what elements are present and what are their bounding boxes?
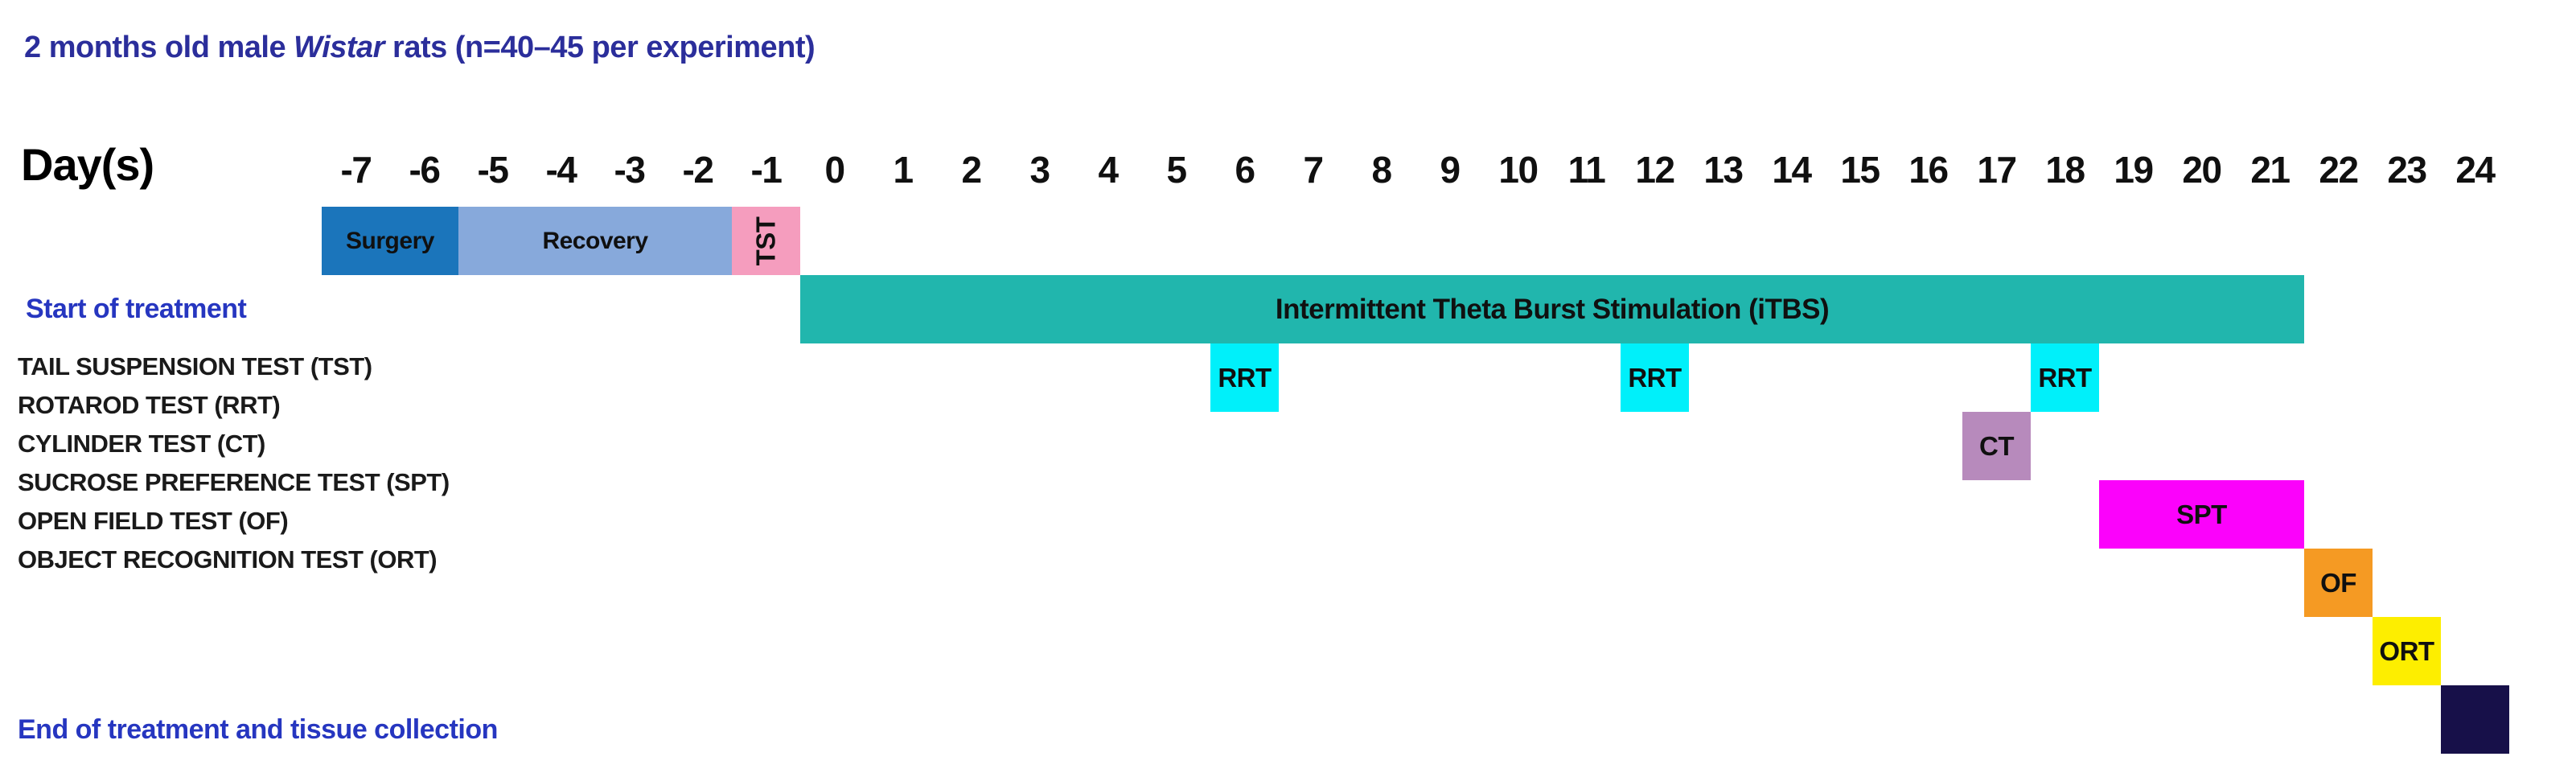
block-ct: CT — [1962, 412, 2031, 480]
block-surgery: Surgery — [322, 207, 458, 275]
block-rrt-day6: RRT — [1210, 343, 1279, 412]
day-label-7: 7 — [1303, 149, 1324, 191]
day-label-24: 24 — [2455, 149, 2496, 191]
day-label--6: -6 — [409, 149, 441, 191]
block-spt-label: SPT — [2176, 499, 2227, 529]
block-spt: SPT — [2099, 480, 2304, 549]
day-label-16: 16 — [1908, 149, 1949, 191]
block-rrt-day18-label: RRT — [2038, 362, 2092, 393]
page-title-strain: Wistar — [294, 31, 384, 64]
day-label-6: 6 — [1235, 149, 1255, 191]
day-label-21: 21 — [2250, 149, 2290, 191]
block-of: OF — [2304, 549, 2373, 617]
day-label-13: 13 — [1703, 149, 1744, 191]
day-label-4: 4 — [1098, 149, 1119, 191]
day-label-9: 9 — [1440, 149, 1461, 191]
day-label-12: 12 — [1635, 149, 1675, 191]
block-of-label: OF — [2320, 567, 2356, 598]
day-label-10: 10 — [1498, 149, 1539, 191]
block-ort-label: ORT — [2379, 635, 2434, 666]
block-rrt-day12-label: RRT — [1628, 362, 1682, 393]
block-tissue-collection — [2441, 685, 2509, 754]
day-label-19: 19 — [2114, 149, 2154, 191]
test-label-3: SUCROSE PREFERENCE TEST (SPT) — [18, 468, 450, 496]
day-label--1: -1 — [750, 149, 783, 191]
page-title: 2 months old male Wistar rats (n=40–45 p… — [24, 31, 816, 65]
test-label-5: OBJECT RECOGNITION TEST (ORT) — [18, 545, 438, 574]
test-label-0: TAIL SUSPENSION TEST (TST) — [18, 352, 372, 380]
day-label-14: 14 — [1772, 149, 1812, 191]
day-label-22: 22 — [2319, 149, 2359, 191]
page-title-prefix: 2 months old male — [24, 31, 294, 64]
block-rrt-day18: RRT — [2031, 343, 2099, 412]
block-recovery-label: Recovery — [542, 227, 648, 254]
block-surgery-label: Surgery — [346, 227, 434, 254]
block-rrt-day12: RRT — [1621, 343, 1689, 412]
day-label-8: 8 — [1371, 149, 1392, 191]
day-label-23: 23 — [2387, 149, 2427, 191]
block-rrt-day6-label: RRT — [1218, 362, 1272, 393]
day-label-20: 20 — [2182, 149, 2222, 191]
day-label--3: -3 — [614, 149, 646, 191]
start-of-treatment-label: Start of treatment — [26, 294, 247, 324]
block-itbs: Intermittent Theta Burst Stimulation (iT… — [800, 275, 2304, 343]
day-label-5: 5 — [1166, 149, 1187, 191]
day-axis-label: Day(s) — [21, 139, 154, 190]
day-label-0: 0 — [824, 149, 845, 191]
day-label-1: 1 — [893, 149, 914, 191]
day-label-3: 3 — [1029, 149, 1050, 191]
page-title-suffix: rats (n=40–45 per experiment) — [384, 31, 816, 64]
block-ort: ORT — [2373, 617, 2441, 685]
day-label--5: -5 — [477, 149, 509, 191]
day-label-15: 15 — [1840, 149, 1880, 191]
block-itbs-label: Intermittent Theta Burst Stimulation (iT… — [1275, 293, 1830, 325]
day-label-18: 18 — [2045, 149, 2085, 191]
day-label--2: -2 — [682, 149, 714, 191]
block-tst: TST — [732, 207, 800, 275]
day-label--7: -7 — [340, 149, 372, 191]
test-label-4: OPEN FIELD TEST (OF) — [18, 507, 289, 535]
day-label-11: 11 — [1567, 149, 1606, 191]
test-label-2: CYLINDER TEST (CT) — [18, 430, 265, 458]
day-label--4: -4 — [545, 149, 577, 191]
block-tst-label: TST — [750, 216, 781, 265]
block-recovery: Recovery — [458, 207, 732, 275]
block-ct-label: CT — [1979, 430, 2015, 461]
day-label-2: 2 — [961, 149, 982, 191]
end-of-treatment-label: End of treatment and tissue collection — [18, 714, 498, 745]
day-label-17: 17 — [1977, 149, 2017, 191]
test-label-1: ROTAROD TEST (RRT) — [18, 391, 281, 419]
